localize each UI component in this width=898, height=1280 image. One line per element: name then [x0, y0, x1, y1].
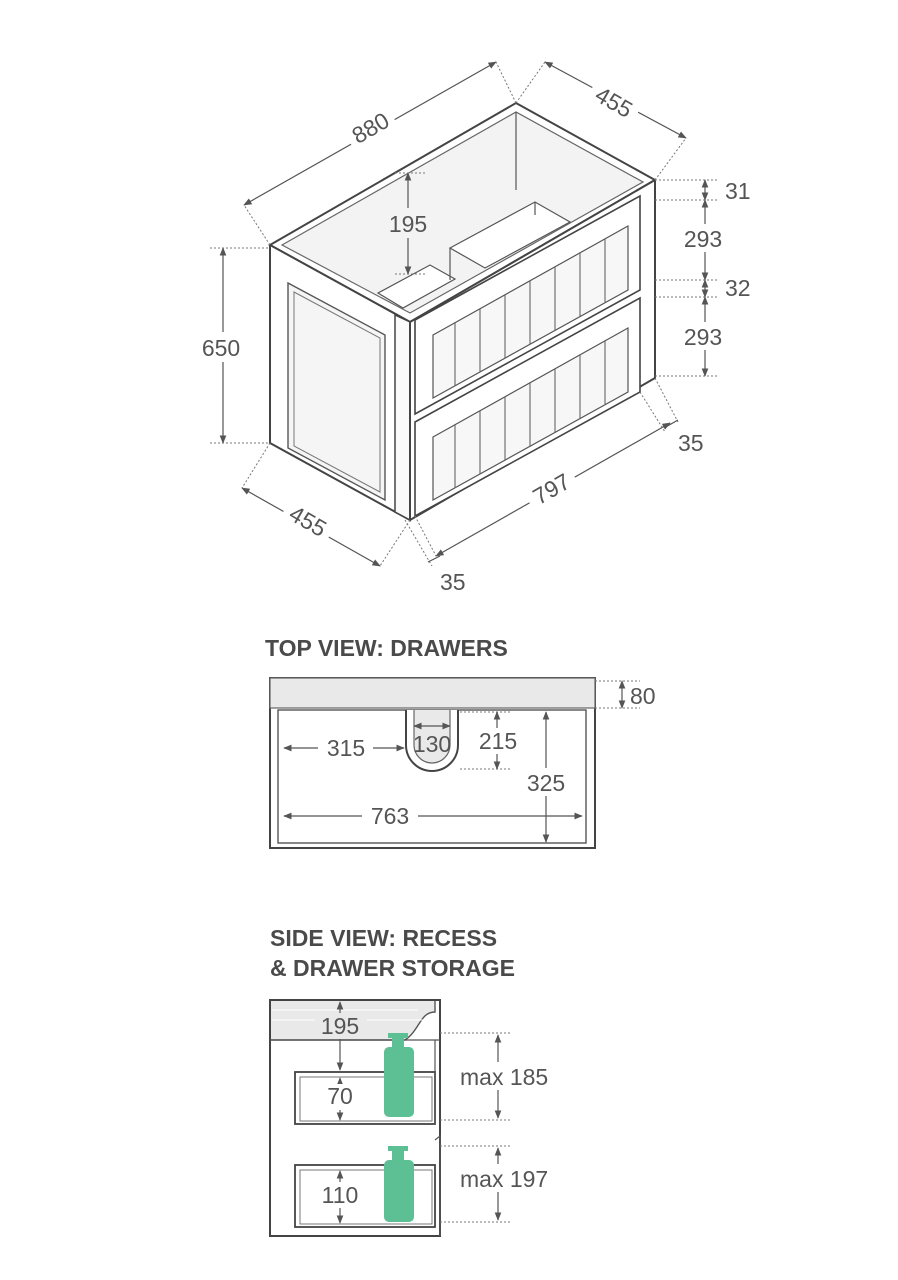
cutout-130-label: 130 [413, 731, 451, 757]
drawer1-max-185-label: max 185 [460, 1064, 548, 1090]
right-height-dimensions [655, 179, 730, 377]
height-650-label: 650 [202, 335, 240, 361]
offset-315-label: 315 [327, 735, 365, 761]
recess-195-label: 195 [389, 211, 427, 237]
top-view-drawers: TOP VIEW: DRAWERS 80 130 215 315 325 763 [265, 635, 656, 849]
drawer1-70-label: 70 [327, 1083, 353, 1109]
bottle-icon-drawer1 [384, 1033, 414, 1117]
drawer2-max-197-label: max 197 [460, 1166, 548, 1192]
side-back-35-label: 35 [440, 569, 466, 595]
inner-width-763-label: 763 [371, 803, 409, 829]
bottle-icon-drawer2 [384, 1146, 414, 1222]
top-view-title: TOP VIEW: DRAWERS [265, 635, 508, 661]
inner-depth-325-label: 325 [527, 770, 565, 796]
isometric-cabinet: 880 455 650 195 [196, 61, 751, 595]
drawer2-110-label: 110 [322, 1182, 359, 1208]
side-front-35-label: 35 [678, 430, 704, 456]
recess-195-side-label: 195 [321, 1013, 359, 1039]
side-view-title-line2: & DRAWER STORAGE [270, 955, 515, 981]
cutout-215-label: 215 [479, 728, 517, 754]
side-view-title-line1: SIDE VIEW: RECESS [270, 925, 497, 951]
back-80-label: 80 [630, 683, 656, 709]
mid-rail-32-label: 32 [725, 275, 751, 301]
drawer1-293-label: 293 [684, 226, 722, 252]
drawer2-293-label: 293 [684, 324, 722, 350]
side-view-storage: SIDE VIEW: RECESS & DRAWER STORAGE 19 [269, 925, 562, 1237]
top-rail-31-label: 31 [725, 178, 751, 204]
